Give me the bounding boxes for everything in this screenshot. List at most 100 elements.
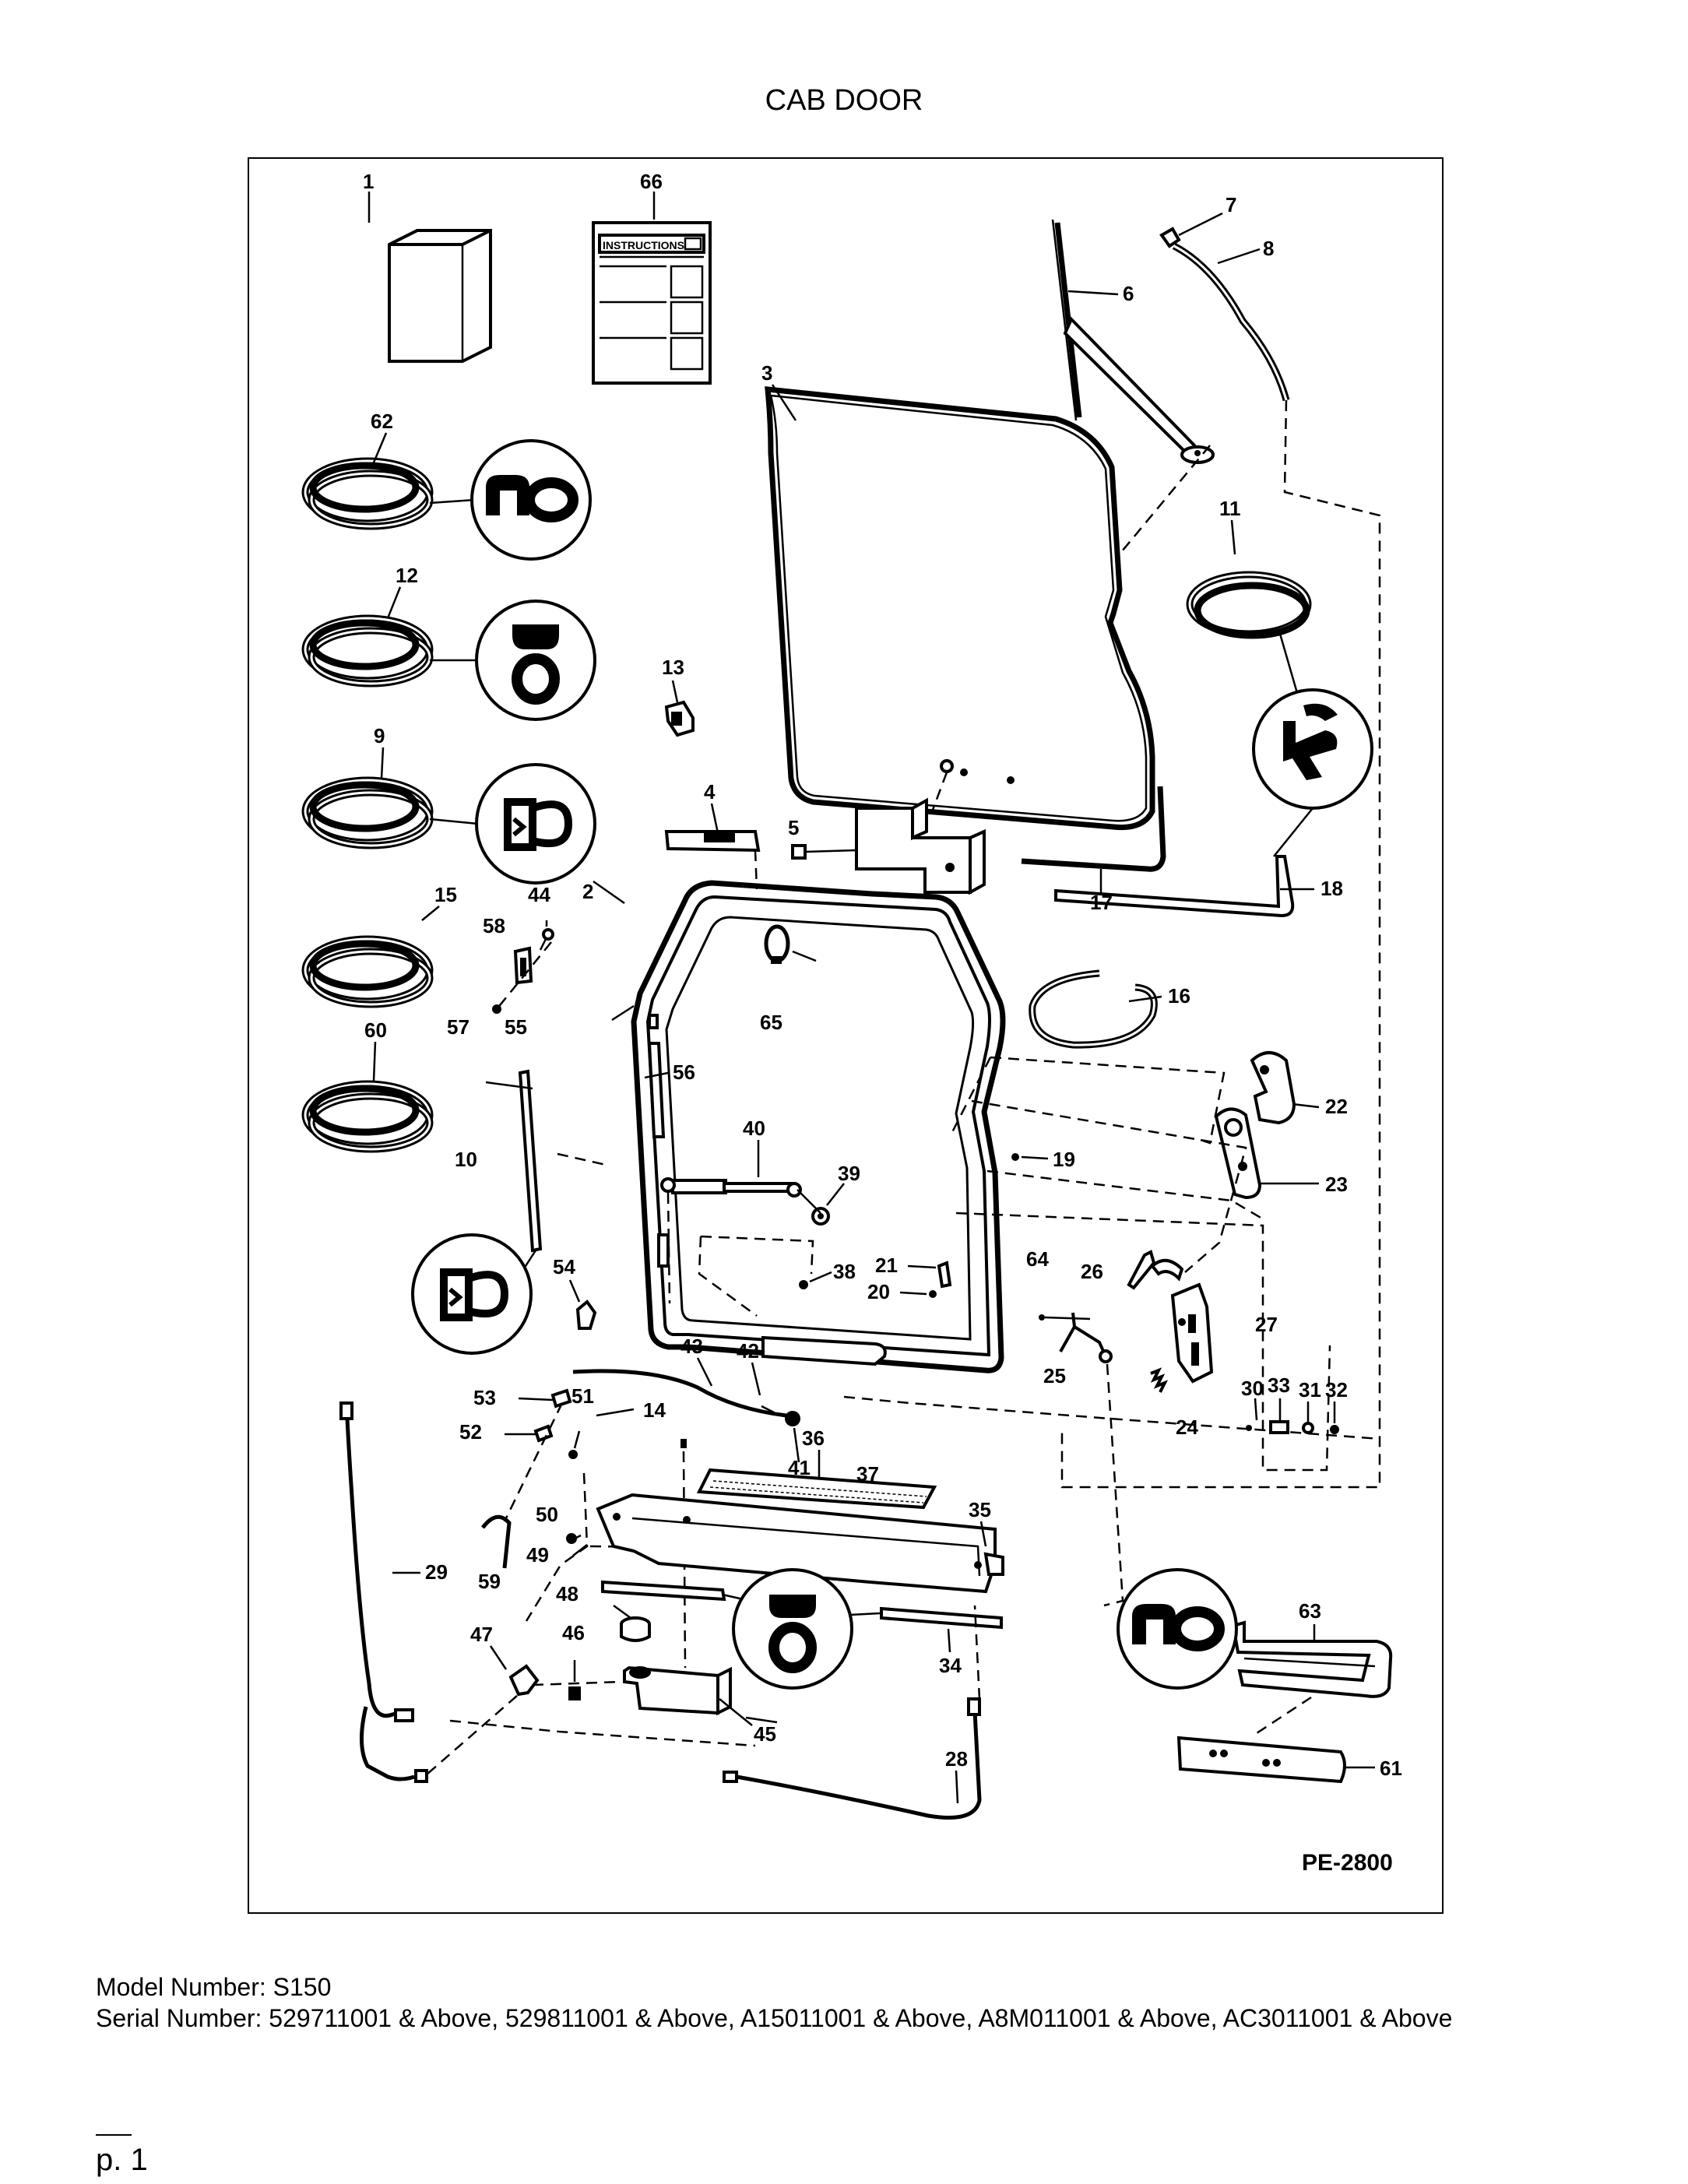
part-26-screw [1127, 1250, 1156, 1290]
part-18-seal-strip [1054, 855, 1295, 918]
part-60-seal-coil [301, 1080, 434, 1153]
part-50-nut [566, 1533, 577, 1544]
callout-7: 7 [1226, 193, 1236, 216]
part-3-window-glass-inner [769, 394, 1148, 822]
part-11-seal-coil [1186, 571, 1312, 694]
part-20-nut [929, 1290, 937, 1298]
callout-43: 43 [680, 1335, 703, 1358]
part-54-cap-nut [568, 1279, 597, 1330]
callout-45: 45 [754, 1722, 776, 1746]
callout-23: 23 [1325, 1173, 1348, 1196]
callout-20: 20 [867, 1280, 890, 1303]
part-63-profile-icon [1117, 1568, 1238, 1690]
callout-49: 49 [526, 1543, 549, 1567]
part-23-handle [1214, 1107, 1262, 1200]
callout-63: 63 [1299, 1599, 1321, 1623]
part-40-gas-spring [660, 1140, 802, 1198]
part-48-cap [613, 1604, 651, 1642]
part-19-bolt [1011, 1153, 1049, 1161]
callout-4: 4 [704, 780, 716, 804]
part-2-door-frame [631, 880, 1006, 1373]
part-13-switch [664, 680, 695, 737]
serial-number: Serial Number: 529711001 & Above, 529811… [96, 2004, 1453, 2032]
callout-25: 25 [1043, 1364, 1066, 1387]
callout-35: 35 [969, 1498, 991, 1521]
callout-10: 10 [455, 1148, 477, 1171]
part-4-handle-plate [664, 803, 761, 853]
callout-65: 65 [760, 1011, 782, 1034]
part-1-box [388, 229, 492, 363]
part-9-seal-coil [301, 776, 479, 849]
callout-31: 31 [1299, 1378, 1321, 1401]
part-15-seal-coil [301, 935, 434, 1008]
part-35-lower-panel [596, 1493, 1004, 1594]
callout-11: 11 [1219, 497, 1241, 520]
callout-24: 24 [1176, 1416, 1198, 1439]
callout-58: 58 [483, 914, 505, 937]
model-number: Model Number: S150 [96, 1973, 332, 2001]
callout-36: 36 [802, 1426, 825, 1450]
callout-16: 16 [1168, 984, 1190, 1008]
callout-60: 60 [364, 1018, 387, 1042]
part-62-profile-icon [470, 439, 592, 561]
callout-62: 62 [371, 410, 393, 433]
part-36-vent-grille [696, 1450, 937, 1510]
callout-52: 52 [459, 1420, 482, 1444]
callout-19: 19 [1053, 1148, 1075, 1171]
callout-51: 51 [571, 1384, 594, 1408]
callout-9: 9 [374, 724, 385, 747]
callout-55: 55 [505, 1015, 527, 1039]
callout-38: 38 [833, 1260, 856, 1283]
part-46-grommet [568, 1660, 581, 1700]
callout-5: 5 [788, 816, 799, 839]
callout-22: 22 [1325, 1095, 1348, 1118]
part-59-hose [481, 1514, 512, 1569]
callout-12: 12 [396, 564, 418, 587]
callout-28: 28 [945, 1747, 968, 1771]
part-9-profile-icon [475, 763, 596, 885]
callout-21: 21 [875, 1254, 898, 1277]
callout-54: 54 [553, 1255, 575, 1278]
part-34-seal-strip [601, 1580, 1003, 1653]
part-51-grommet [568, 1430, 581, 1459]
page-number: p. 1 [96, 2143, 148, 2177]
part-53-connector [518, 1388, 572, 1409]
callout-40: 40 [743, 1117, 765, 1140]
part-3-window-glass [765, 386, 1155, 831]
callout-34: 34 [939, 1654, 962, 1677]
part-45-reservoir [623, 1665, 753, 1726]
callout-59: 59 [478, 1570, 501, 1593]
part-62-seal-coil [301, 457, 476, 530]
callout-41: 41 [788, 1456, 811, 1479]
callout-57: 57 [447, 1015, 469, 1039]
part-65-tie-strap [764, 924, 790, 964]
part-5-wiper-motor [791, 797, 986, 895]
part-29-harness [339, 1401, 428, 1783]
callout-27: 27 [1255, 1313, 1278, 1336]
callout-labels: 1 66 7 8 6 3 62 11 12 13 9 4 5 18 17 15 … [363, 170, 1402, 1876]
callout-6: 6 [1123, 282, 1134, 305]
part-47-pump [489, 1645, 540, 1697]
callout-29: 29 [425, 1560, 448, 1584]
part-30-33-31-32-pin-set [1246, 1398, 1339, 1434]
part-12-seal-coil [301, 614, 475, 688]
callout-26: 26 [1081, 1260, 1103, 1283]
part-10-profile-icon [411, 1233, 533, 1355]
callout-30: 30 [1241, 1377, 1264, 1400]
callout-32: 32 [1325, 1378, 1348, 1401]
part-21-latch-pin [937, 1261, 952, 1289]
callout-48: 48 [556, 1582, 578, 1605]
part-24-spring [1150, 1367, 1169, 1393]
callout-14: 14 [643, 1398, 666, 1422]
part-44-bolt [539, 928, 554, 951]
part-18-profile-icon [1252, 688, 1373, 810]
callout-46: 46 [562, 1621, 585, 1644]
callout-2: 2 [582, 880, 593, 903]
callout-66: 66 [640, 170, 663, 193]
part-63-grab-handle [1231, 1620, 1393, 1698]
part-25-latch-rod [1059, 1312, 1113, 1363]
part-38-screw [799, 1271, 832, 1289]
callout-33: 33 [1268, 1373, 1290, 1397]
part-64-pin [1039, 1314, 1091, 1321]
part-7-nozzle [1159, 227, 1181, 248]
